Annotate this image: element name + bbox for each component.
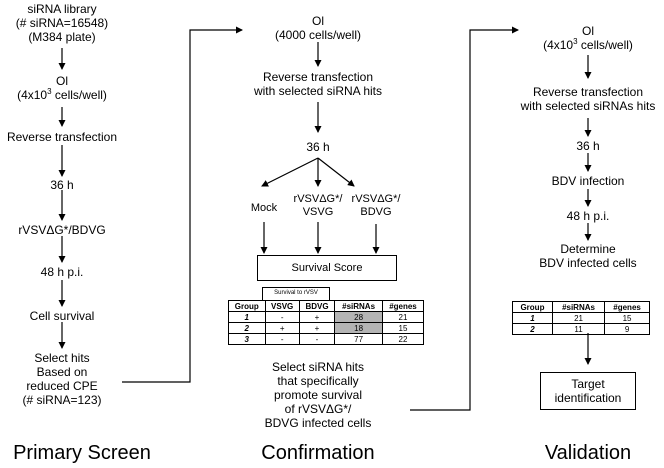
validation-pi: 48 h p.i.	[566, 209, 610, 223]
table-cell: 2	[228, 322, 266, 334]
table-cell: 21	[381, 311, 425, 323]
table-header-cell: #genes	[381, 300, 425, 312]
table-header-cell: Group	[512, 301, 553, 313]
table-row: 1 - + 28 21	[228, 311, 425, 323]
validation-time: 36 h	[576, 139, 600, 153]
validation-bdv-infection: BDV infection	[551, 174, 625, 188]
arrow	[261, 157, 319, 187]
primary-ol: Ol (4x103 cells/well)	[17, 74, 107, 102]
table-cell: 2	[512, 323, 553, 335]
confirmation-reverse-transfection: Reverse transfection with selected siRNA…	[253, 70, 383, 98]
table-cell: +	[298, 311, 336, 323]
confirmation-ol: Ol (4000 cells/well)	[274, 14, 362, 42]
table-header-cell: #siRNAs	[334, 300, 383, 312]
target-identification-box: Target identification	[540, 372, 636, 410]
table-header-cell: BDVG	[298, 300, 336, 312]
table-header-cell: #siRNAs	[551, 301, 606, 313]
table-row: 2 11 9	[512, 323, 650, 335]
table-cell: 9	[604, 323, 650, 335]
table-row: 1 21 15	[512, 312, 650, 324]
arrow	[317, 157, 355, 187]
table-cell: 11	[551, 323, 606, 335]
confirmation-time: 36 h	[306, 140, 330, 154]
survival-score-box: Survival Score	[257, 255, 397, 281]
footer-confirmation: Confirmation	[261, 442, 375, 464]
table-cell: -	[264, 333, 300, 345]
validation-reverse-transfection: Reverse transfection with selected siRNA…	[520, 85, 656, 113]
connector-confirmation-to-validation	[410, 26, 519, 411]
table-header-cell: VSVG	[264, 300, 300, 312]
confirmation-mock: Mock	[250, 202, 278, 214]
table-cell: 77	[334, 333, 383, 345]
primary-reverse-transfection: Reverse transfection	[6, 130, 118, 144]
primary-virus: rVSVΔG*/BDVG	[18, 223, 106, 237]
table-cell: 15	[604, 312, 650, 324]
survival-to-rvsv-label: Survival to rVSV	[262, 287, 330, 300]
primary-cell-survival: Cell survival	[29, 309, 95, 323]
table-cell-highlighted: 18	[334, 322, 383, 334]
confirmation-table: Group VSVG BDVG #siRNAs #genes 1 - + 28 …	[228, 300, 425, 345]
primary-select-hits: Select hits Based on reduced CPE (# siRN…	[22, 351, 102, 407]
table-cell: -	[298, 333, 336, 345]
target-line-2: identification	[554, 391, 622, 405]
table-cell-highlighted: 28	[334, 311, 383, 323]
table-row: 3 - - 77 22	[228, 333, 425, 345]
table-cell: 1	[512, 312, 553, 324]
table-header-row: Group #siRNAs #genes	[512, 301, 650, 313]
validation-ol: Ol (4x103 cells/well)	[543, 24, 633, 52]
primary-time: 36 h	[50, 178, 74, 192]
footer-primary-screen: Primary Screen	[13, 442, 151, 464]
table-cell: 15	[381, 322, 425, 334]
primary-library: siRNA library (# siRNA=16548) (M384 plat…	[15, 2, 109, 44]
table-header-row: Group VSVG BDVG #siRNAs #genes	[228, 300, 425, 312]
target-line-1: Target	[571, 377, 605, 391]
table-cell: 22	[381, 333, 425, 345]
table-cell: 3	[228, 333, 266, 345]
table-cell: +	[298, 322, 336, 334]
table-cell: -	[264, 311, 300, 323]
table-row: 2 + + 18 15	[228, 322, 425, 334]
survival-score-label: Survival Score	[291, 261, 363, 274]
table-cell: 1	[228, 311, 266, 323]
connector-primary-to-confirmation	[122, 26, 243, 383]
confirmation-select-hits: Select siRNA hits that specifically prom…	[264, 360, 372, 430]
primary-pi: 48 h p.i.	[40, 265, 84, 279]
confirmation-vsvg: rVSVΔG*/ VSVG	[293, 193, 343, 218]
validation-table: Group #siRNAs #genes 1 21 15 2 11 9	[512, 301, 650, 335]
confirmation-bdvg: rVSVΔG*/ BDVG	[351, 193, 401, 218]
validation-determine: Determine BDV infected cells	[539, 242, 637, 270]
table-cell: 21	[551, 312, 606, 324]
table-header-cell: Group	[228, 300, 266, 312]
table-header-cell: #genes	[604, 301, 650, 313]
footer-validation: Validation	[544, 442, 632, 464]
table-cell: +	[264, 322, 300, 334]
